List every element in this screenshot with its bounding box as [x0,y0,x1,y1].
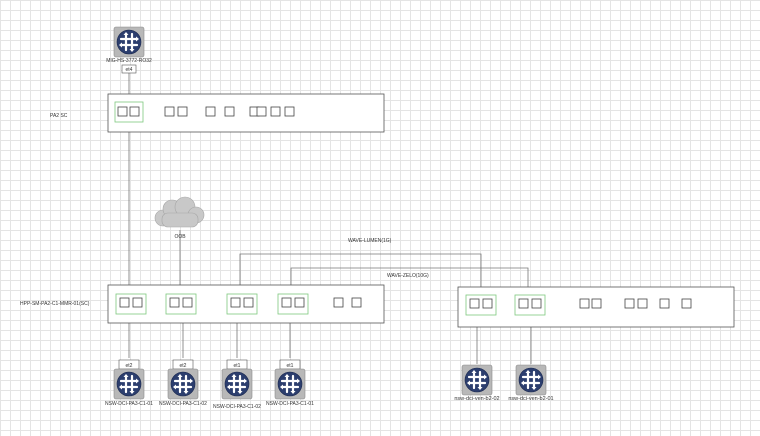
router-label: nsw-dci-ven-b2-01 [508,396,553,402]
juniper-router-icon [273,367,307,401]
bottom-router[interactable]: et2 NSW-DCI-PA3-C1-02 [159,359,207,407]
top-router-port: et4 [126,67,133,73]
port-group-highlight [115,293,147,315]
router-label: NSW-DCI-PA3-C1-02 [159,401,207,407]
router-port-label: et2 [126,363,133,369]
panel-port[interactable] [637,298,648,309]
wave-lumen-label: WAVE-LUMEN(1G) [348,238,392,244]
port-group-highlight [514,294,546,316]
panel-port[interactable] [256,106,267,117]
router-port-label: et1 [287,363,294,369]
juniper-router-icon [220,367,254,401]
top-router[interactable]: MIG-HS-3772-RO32 et4 [106,25,152,74]
cloud-icon [154,196,205,228]
bottom-router[interactable]: et2 NSW-DCI-PA3-C1-01 [105,359,153,407]
juniper-router-icon [112,25,146,59]
router-label: NSW-DCI-PA3-C1-01 [266,401,314,407]
router-port-label: et1 [234,363,241,369]
panel-port[interactable] [182,297,193,308]
panel-port[interactable] [270,106,281,117]
panel-port[interactable] [169,297,180,308]
panel-port[interactable] [205,106,216,117]
panel-port[interactable] [624,298,635,309]
panel-port[interactable] [333,297,344,308]
top-router-port-box [121,64,137,74]
panel-port[interactable] [531,298,542,309]
panel-port[interactable] [351,297,362,308]
panel-port[interactable] [224,106,235,117]
juniper-router-icon [514,363,548,397]
router-port-label: et2 [180,363,187,369]
panel-port[interactable] [164,106,175,117]
right-router[interactable]: nsw-dci-ven-b2-02 [454,363,500,402]
panel-port[interactable] [284,106,295,117]
panel-port[interactable] [230,297,241,308]
wire-wave-lumen [239,253,482,298]
port-group-highlight [465,294,497,316]
panel-port[interactable] [294,297,305,308]
right-router[interactable]: nsw-dci-ven-b2-01 [508,363,554,402]
panel-port[interactable] [518,298,529,309]
patch-panel-right[interactable] [457,286,735,328]
panel-port[interactable] [579,298,590,309]
panel-port[interactable] [129,106,140,117]
panel-port[interactable] [281,297,292,308]
juniper-router-icon [460,363,494,397]
patch-panel-main-label: HPP-SM-PA2-C1-MMR-01(SC) [20,301,90,307]
panel-port[interactable] [469,298,480,309]
port-group-highlight [114,101,144,123]
router-label: NSW-DCI-PA3-C1-01 [105,401,153,407]
panel-port[interactable] [177,106,188,117]
panel-port[interactable] [659,298,670,309]
router-label: NSW-DCI-PA3-C1-02 [213,404,261,410]
panel-port[interactable] [132,297,143,308]
panel-port[interactable] [681,298,692,309]
bottom-router[interactable]: et1 NSW-DCI-PA3-C1-02 [213,359,261,410]
port-group-highlight [165,293,197,315]
panel-port[interactable] [117,106,128,117]
panel-port[interactable] [482,298,493,309]
juniper-router-icon [112,367,146,401]
panel-port[interactable] [243,297,254,308]
panel-port[interactable] [591,298,602,309]
juniper-router-icon [166,367,200,401]
patch-panel-pa2[interactable]: PA2 SC [50,93,385,133]
oob-cloud[interactable]: OOB [154,196,205,240]
top-router-label: MIG-HS-3772-RO32 [106,58,152,64]
patch-panel-pa2-frame [107,93,385,133]
router-label: nsw-dci-ven-b2-02 [454,396,499,402]
port-group-highlight [226,293,258,315]
panel-port[interactable] [119,297,130,308]
patch-panel-pa2-label: PA2 SC [50,113,68,119]
wire-wave-zayo [290,267,529,298]
oob-label: OOB [174,234,186,240]
patch-panel-main[interactable]: HPP-SM-PA2-C1-MMR-01(SC) [20,284,385,324]
wave-zayo-label: WAVE-ZELO(10G) [387,273,429,279]
bottom-router[interactable]: et1 NSW-DCI-PA3-C1-01 [266,359,314,407]
port-group-highlight [277,293,309,315]
